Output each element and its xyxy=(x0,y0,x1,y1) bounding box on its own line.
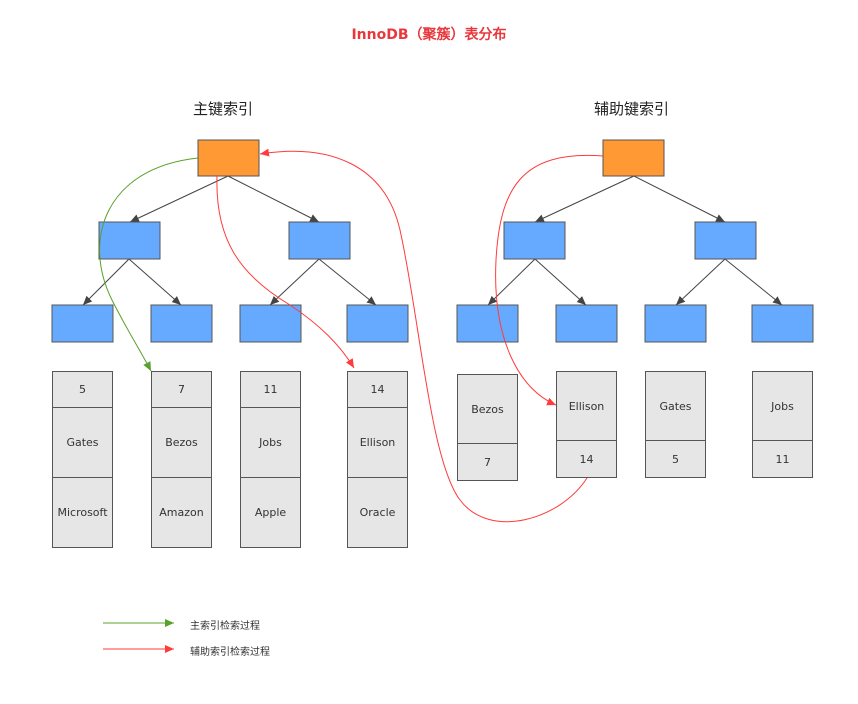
secondary-root-node xyxy=(602,139,665,177)
row-name: Jobs xyxy=(752,371,813,441)
legend-primary-label: 主索引检索过程 xyxy=(190,621,260,632)
secondary-row: Gates 5 xyxy=(645,371,706,478)
row-key: 5 xyxy=(52,371,113,408)
secondary-row: Ellison 14 xyxy=(556,371,617,478)
primary-leaf-node xyxy=(239,304,302,343)
row-key: 7 xyxy=(457,444,518,481)
primary-leaf-node xyxy=(51,304,114,343)
primary-row: 14 Ellison Oracle xyxy=(347,371,408,548)
primary-index-title: 主键索引 xyxy=(193,100,254,118)
primary-leaf-node xyxy=(150,304,213,343)
secondary-leaf-node xyxy=(751,304,814,343)
legend-secondary-label: 辅助索引检索过程 xyxy=(190,647,270,658)
row-name: Jobs xyxy=(240,408,301,478)
secondary-leaf-node xyxy=(644,304,707,343)
primary-row: 7 Bezos Amazon xyxy=(151,371,212,548)
secondary-inner-node xyxy=(694,221,757,260)
diagram-title: InnoDB（聚簇）表分布 xyxy=(351,27,507,43)
row-company: Oracle xyxy=(347,478,408,548)
row-company: Microsoft xyxy=(52,478,113,548)
secondary-leaf-node xyxy=(456,304,519,343)
back-to-primary-path xyxy=(259,148,588,523)
row-company: Apple xyxy=(240,478,301,548)
primary-inner-node xyxy=(98,221,161,260)
primary-inner-node xyxy=(288,221,351,260)
secondary-row: Jobs 11 xyxy=(752,371,813,478)
row-key: 7 xyxy=(151,371,212,408)
secondary-index-title: 辅助键索引 xyxy=(594,100,670,118)
primary-lookup-path xyxy=(216,175,355,369)
primary-row: 11 Jobs Apple xyxy=(240,371,301,548)
row-key: 11 xyxy=(240,371,301,408)
row-name: Ellison xyxy=(347,408,408,478)
row-key: 11 xyxy=(752,441,813,478)
secondary-row: Bezos 7 xyxy=(457,374,518,481)
row-key: 5 xyxy=(645,441,706,478)
row-company: Amazon xyxy=(151,478,212,548)
row-name: Bezos xyxy=(151,408,212,478)
secondary-inner-node xyxy=(503,221,566,260)
row-name: Gates xyxy=(52,408,113,478)
primary-row: 5 Gates Microsoft xyxy=(52,371,113,548)
row-name: Bezos xyxy=(457,374,518,444)
secondary-search-path xyxy=(495,154,604,406)
secondary-tree-edges xyxy=(487,175,783,306)
row-key: 14 xyxy=(556,441,617,478)
row-key: 14 xyxy=(347,371,408,408)
secondary-leaf-node xyxy=(555,304,618,343)
primary-root-node xyxy=(197,139,260,177)
row-name: Ellison xyxy=(556,371,617,441)
row-name: Gates xyxy=(645,371,706,441)
primary-leaf-node xyxy=(346,304,409,343)
primary-search-path xyxy=(99,157,199,372)
